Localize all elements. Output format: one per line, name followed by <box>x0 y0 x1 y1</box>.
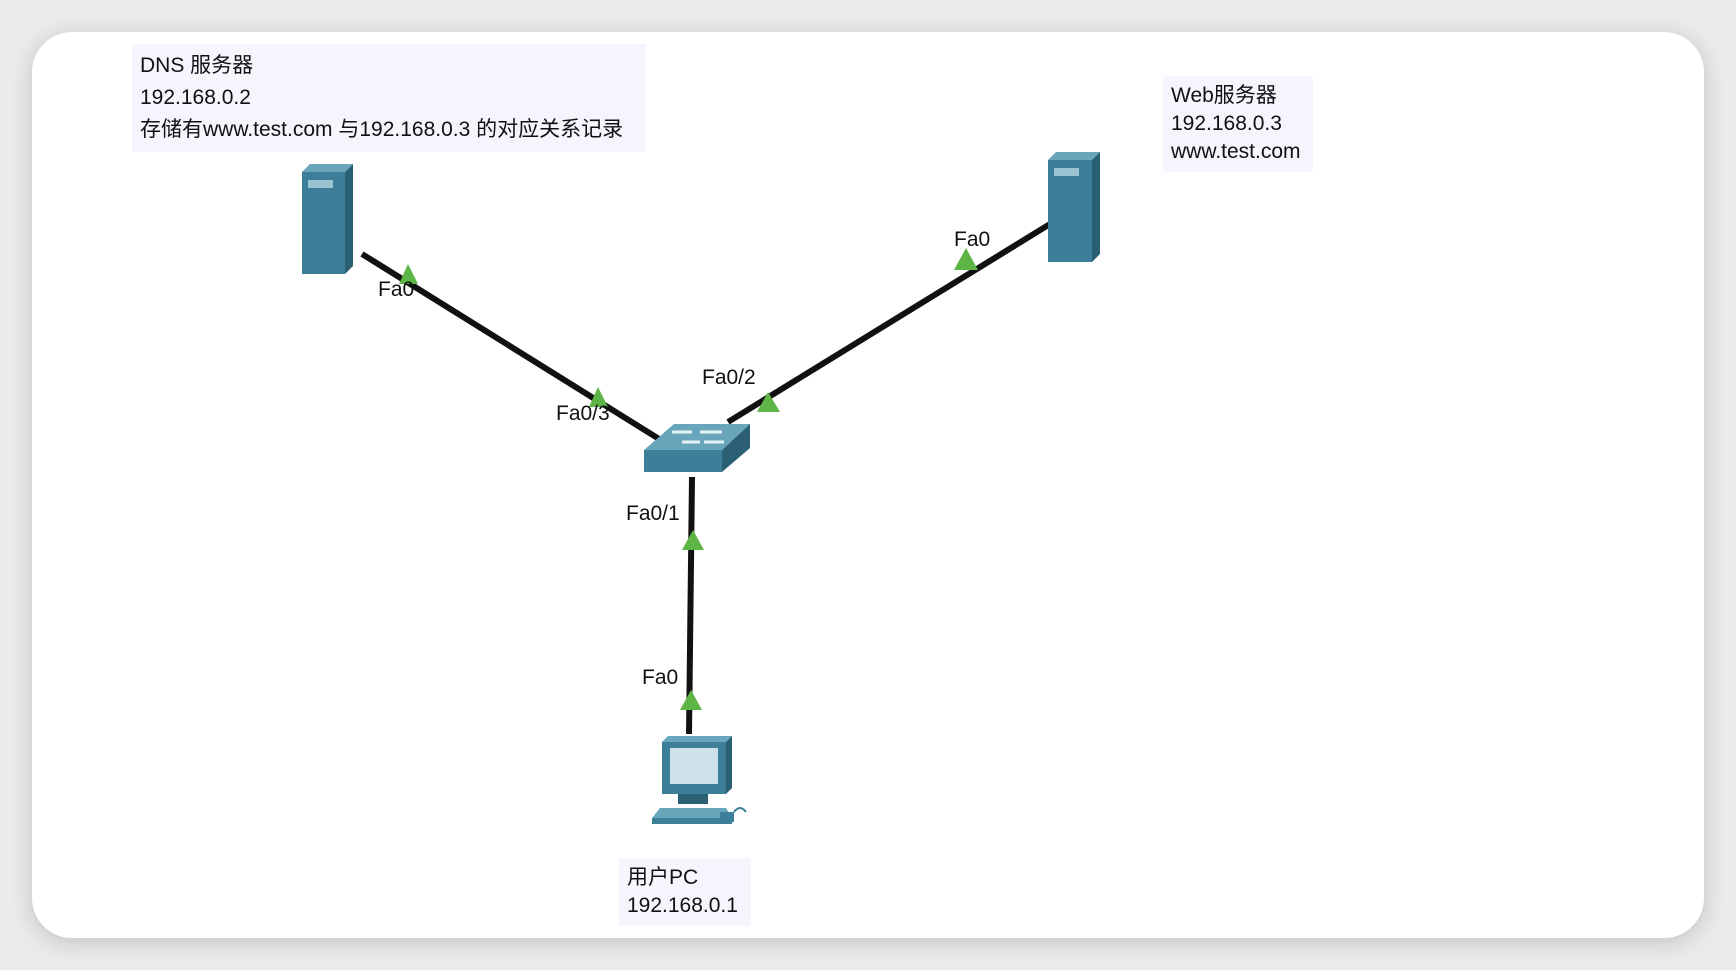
web-server-icon[interactable] <box>1048 152 1100 262</box>
web-server-label: Web服务器 192.168.0.3 www.test.com <box>1163 76 1313 172</box>
pc-name: 用户PC <box>627 866 699 889</box>
diagram-canvas: DNS 服务器 192.168.0.2 存储有www.test.com 与192… <box>32 32 1704 938</box>
port-marker-pc <box>680 690 702 710</box>
switch-icon[interactable] <box>644 424 750 472</box>
port-marker-switch-fa02 <box>757 392 780 412</box>
port-marker-switch-fa03 <box>589 387 608 407</box>
port-label-switch-fa01: Fa0/1 <box>626 502 680 525</box>
pc-icon[interactable] <box>652 736 747 824</box>
link-pc-switch <box>686 476 695 735</box>
port-marker-switch-fa01 <box>682 530 704 550</box>
port-label-pc: Fa0 <box>642 666 679 689</box>
port-marker-web <box>954 248 978 270</box>
port-label-switch-fa02: Fa0/2 <box>702 366 756 389</box>
web-server-ip: 192.168.0.3 <box>1171 112 1282 135</box>
port-label-switch-fa03: Fa0/3 <box>556 402 610 425</box>
port-label-web: Fa0 <box>954 228 991 251</box>
web-server-name: Web服务器 <box>1171 84 1277 107</box>
link-dns-switch <box>360 251 682 455</box>
dns-server-name: DNS 服务器 <box>140 54 254 77</box>
dns-server-icon[interactable] <box>302 164 353 274</box>
web-server-domain: www.test.com <box>1171 140 1301 163</box>
topology-svg <box>302 152 1100 824</box>
port-label-dns: Fa0 <box>378 278 415 301</box>
dns-server-note: 存储有www.test.com 与192.168.0.3 的对应关系记录 <box>140 118 624 141</box>
link-web-switch <box>726 221 1052 425</box>
pc-label: 用户PC 192.168.0.1 <box>619 858 751 926</box>
dns-server-label: DNS 服务器 192.168.0.2 存储有www.test.com 与192… <box>132 44 646 152</box>
port-marker-dns <box>399 264 418 284</box>
pc-ip: 192.168.0.1 <box>627 894 738 917</box>
dns-server-ip: 192.168.0.2 <box>140 86 251 109</box>
